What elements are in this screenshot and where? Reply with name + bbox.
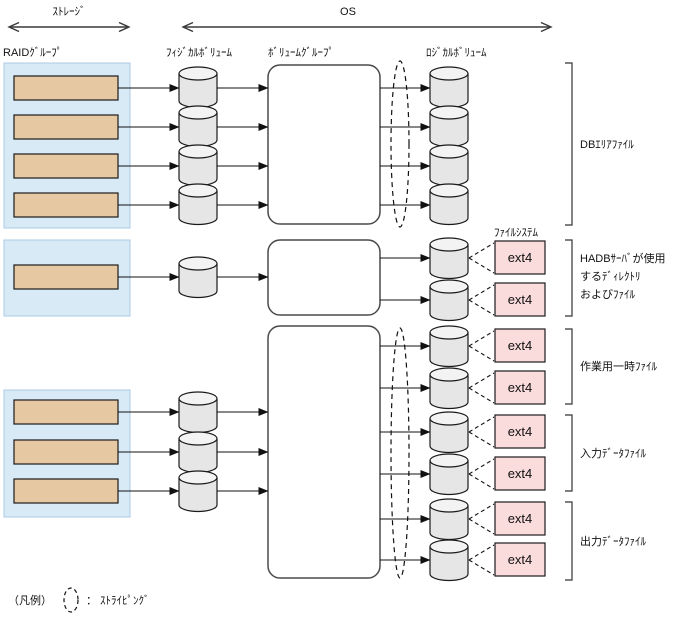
section-label-db-area: DBｴﾘｱﾌｧｲﾙ bbox=[580, 139, 634, 151]
ext4-box bbox=[494, 328, 546, 363]
raid-disk bbox=[13, 75, 119, 101]
volume-group-column-label: ﾎﾞﾘｭｰﾑｸﾞﾙｰﾌﾟ bbox=[268, 46, 334, 59]
ext4-box bbox=[494, 370, 546, 405]
ext4-label: ext4 bbox=[508, 424, 533, 439]
raid-disk bbox=[13, 192, 119, 218]
logical-volume-cylinder bbox=[429, 279, 469, 322]
ext4-label: ext4 bbox=[508, 250, 533, 265]
logical-volume-cylinder bbox=[429, 411, 469, 454]
section-label-output: 出力ﾃﾞｰﾀﾌｧｲﾙ bbox=[580, 534, 646, 548]
section-label-hadb-line3: およびﾌｧｲﾙ bbox=[580, 288, 635, 301]
physical-volume-cylinder bbox=[178, 183, 218, 226]
logical-volume-column-label: ﾛｼﾞｶﾙﾎﾞﾘｭｰﾑ bbox=[426, 46, 487, 59]
logical-volume-cylinder bbox=[429, 498, 469, 541]
raid-disk bbox=[13, 439, 119, 465]
ext4-label: ext4 bbox=[508, 292, 533, 307]
physical-volume-cylinder bbox=[178, 105, 218, 148]
volume-group-box-3 bbox=[267, 325, 381, 579]
ext4-label: ext4 bbox=[508, 511, 533, 526]
legend-striping-ellipse-icon bbox=[63, 587, 79, 613]
raid-group-column-label: RAIDｸﾞﾙｰﾌﾟ bbox=[3, 46, 62, 59]
ext4-box bbox=[494, 282, 546, 317]
raid-disk bbox=[13, 153, 119, 179]
section-bracket-hadb bbox=[565, 239, 573, 317]
vg-to-lv-arrows bbox=[380, 84, 431, 564]
logical-volume-cylinder bbox=[429, 453, 469, 496]
physical-volume-cylinder bbox=[178, 431, 218, 474]
os-scope-arrow bbox=[181, 21, 553, 33]
section-bracket-output bbox=[565, 501, 573, 581]
storage-scope-arrow bbox=[7, 21, 131, 33]
ext4-label: ext4 bbox=[508, 380, 533, 395]
physical-volume-cylinder bbox=[178, 470, 218, 513]
logical-volume-cylinder bbox=[429, 325, 469, 368]
ext4-labels: ext4 ext4 ext4 ext4 ext4 ext4 ext4 ext4 bbox=[508, 250, 533, 567]
os-scope-label: OS bbox=[340, 6, 356, 18]
logical-volume-cylinder bbox=[429, 183, 469, 226]
physical-volume-cylinder bbox=[178, 391, 218, 434]
ext4-label: ext4 bbox=[508, 552, 533, 567]
striping-ellipse bbox=[390, 60, 410, 228]
legend-caption: （凡例） bbox=[8, 593, 52, 607]
raid-disk bbox=[13, 114, 119, 140]
logical-volume-cylinder bbox=[429, 105, 469, 148]
section-bracket-input bbox=[565, 414, 573, 492]
raid-disk bbox=[13, 478, 119, 504]
section-label-work-temp: 作業用一時ﾌｧｲﾙ bbox=[580, 360, 657, 373]
striping-ellipse bbox=[390, 327, 410, 579]
section-label-input: 入力ﾃﾞｰﾀﾌｧｲﾙ bbox=[580, 447, 646, 460]
legend: （凡例） ： ｽﾄﾗｲﾋﾟﾝｸﾞ bbox=[8, 587, 150, 613]
section-label-hadb: HADBｻｰﾊﾞが使用 するﾃﾞｨﾚｸﾄﾘ およびﾌｧｲﾙ bbox=[580, 251, 666, 301]
ext4-box bbox=[494, 414, 546, 449]
section-label-hadb-line1: HADBｻｰﾊﾞが使用 bbox=[580, 251, 666, 265]
ext4-label: ext4 bbox=[508, 338, 533, 353]
lv-to-ext4-dashed-links bbox=[468, 242, 495, 576]
logical-volume-cylinder bbox=[429, 539, 469, 582]
volume-group-box-2 bbox=[267, 239, 381, 316]
physical-volume-cylinder bbox=[178, 256, 218, 299]
raid-disk bbox=[13, 264, 119, 290]
section-bracket-work-temp bbox=[565, 328, 573, 405]
file-system-column-label: ﾌｧｲﾙｼｽﾃﾑ bbox=[494, 227, 538, 239]
ext4-box bbox=[494, 240, 546, 275]
physical-volume-cylinder bbox=[178, 144, 218, 187]
physical-volume-cylinder bbox=[178, 66, 218, 109]
logical-volume-cylinder bbox=[429, 144, 469, 187]
logical-volume-cylinder bbox=[429, 237, 469, 280]
volume-group-box-1 bbox=[267, 64, 381, 225]
ext4-box bbox=[494, 501, 546, 536]
logical-volume-cylinder bbox=[429, 66, 469, 109]
storage-scope-label: ｽﾄﾚｰｼﾞ bbox=[53, 5, 86, 18]
section-label-hadb-line2: するﾃﾞｨﾚｸﾄﾘ bbox=[580, 270, 641, 283]
ext4-label: ext4 bbox=[508, 466, 533, 481]
legend-striping-label: ｽﾄﾗｲﾋﾟﾝｸﾞ bbox=[100, 594, 150, 607]
ext4-box bbox=[494, 542, 546, 577]
legend-separator: ： bbox=[86, 595, 97, 607]
physical-volume-column-label: ﾌｨｼﾞｶﾙﾎﾞﾘｭｰﾑ bbox=[166, 46, 232, 59]
logical-volume-cylinder bbox=[429, 367, 469, 410]
section-bracket-db-area bbox=[565, 62, 573, 226]
raid-disk bbox=[13, 399, 119, 425]
ext4-box bbox=[494, 456, 546, 491]
pv-to-vg-arrows bbox=[217, 84, 269, 495]
disk-to-pv-arrows bbox=[118, 84, 180, 495]
